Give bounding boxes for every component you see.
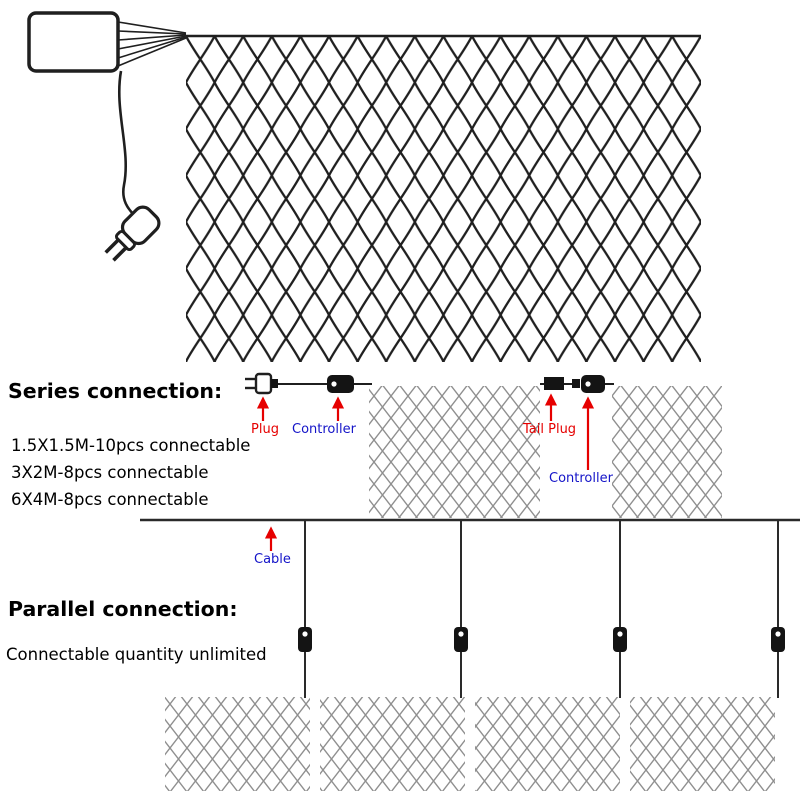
controller-icon: [327, 375, 354, 393]
controller-box: [27, 11, 120, 73]
series-diagram: [245, 372, 722, 518]
plug-end-icon: [572, 379, 580, 388]
net-panel-2: [612, 386, 722, 518]
controller2-label: Controller: [549, 471, 613, 486]
power-plug-icon: [104, 205, 161, 262]
controller2-icon: [581, 375, 605, 393]
parallel-title: Parallel connection:: [8, 597, 238, 621]
drop-3: [613, 520, 627, 698]
tail-plug-label: Tail Plug: [523, 422, 577, 437]
series-spec-2: 3X2M-8pcs connectable: [11, 463, 209, 482]
bottom-net-3: [475, 697, 620, 791]
series-spec-3: 6X4M-8pcs connectable: [11, 490, 209, 509]
pointer-arrows: [256, 393, 595, 470]
drop-controller-icon: [298, 627, 312, 652]
drop-2: [454, 520, 468, 698]
net-panel-1: [369, 386, 540, 518]
bottom-net-2: [320, 697, 465, 791]
top-net: [186, 36, 701, 362]
drop-controller-icon: [454, 627, 468, 652]
parallel-diagram: [140, 518, 800, 791]
controller-label: Controller: [292, 422, 356, 437]
drop-controller-icon: [613, 627, 627, 652]
parallel-subtitle: Connectable quantity unlimited: [6, 645, 267, 664]
tail-plug-icon: [544, 377, 564, 390]
series-spec-1: 1.5X1.5M-10pcs connectable: [11, 436, 251, 455]
bottom-net-4: [630, 697, 775, 791]
plug-icon: [245, 372, 278, 395]
wire-bundle: [117, 21, 187, 67]
drop-4: [771, 520, 785, 698]
top-net-assembly: [27, 11, 701, 362]
drop-1: [298, 520, 312, 698]
bottom-net-1: [165, 697, 310, 791]
series-title: Series connection:: [8, 379, 223, 403]
drop-controller-icon: [771, 627, 785, 652]
plug-label: Plug: [251, 422, 279, 437]
power-cord: [117, 70, 136, 217]
cable-label: Cable: [254, 552, 291, 567]
